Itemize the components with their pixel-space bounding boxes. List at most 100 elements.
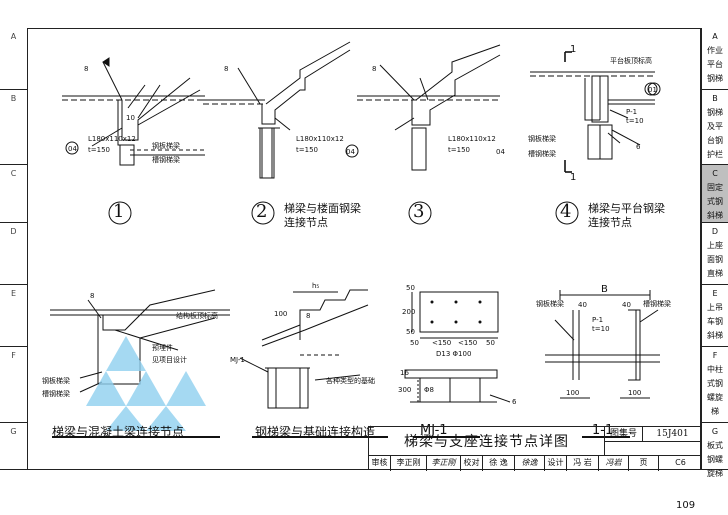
d6-mark: 8 xyxy=(306,312,310,320)
index-tab-letter: E xyxy=(712,289,718,298)
index-tab-text: 护栏 xyxy=(707,150,723,159)
index-tab-text: 旋梯 xyxy=(707,469,723,478)
d8-40a: 40 xyxy=(578,301,587,309)
index-tab-letter: F xyxy=(712,351,718,360)
d4-plate: P-1 xyxy=(626,108,637,116)
d7-dim-top-2: 50 xyxy=(406,328,415,336)
detail-8-drawing xyxy=(545,290,660,399)
d7-h300: 300 xyxy=(398,386,411,394)
index-tab-text: 板式 xyxy=(707,441,723,450)
index-tab-text: 钢螺 xyxy=(707,455,723,464)
d2-thickness: t=150 xyxy=(296,146,318,154)
watermark-logo xyxy=(86,336,206,431)
index-tab-text: 台钢 xyxy=(707,136,723,145)
d6-base-note: 各种类型的基础 xyxy=(326,376,375,385)
index-tab-e[interactable]: E 上吊车钢斜梯 xyxy=(702,285,728,347)
index-tab-text: 直梯 xyxy=(707,269,723,278)
sheet-title: 梯梁与支座连接节点详图 xyxy=(369,427,605,456)
index-tab-text: 式钢 xyxy=(707,379,723,388)
d7-dim-bot-2: <150 xyxy=(458,339,477,347)
index-tab-text: 固定 xyxy=(707,183,723,192)
left-index-tab: F xyxy=(0,347,27,423)
detail-3-drawing xyxy=(357,44,501,171)
detail-1-number: 1 xyxy=(113,201,125,222)
d8-beam1: 钢板梯梁 xyxy=(536,299,564,308)
d3-ref: 04 xyxy=(496,148,505,156)
index-tab-text: 中柱 xyxy=(707,365,723,374)
index-tab-text: 式钢 xyxy=(707,197,723,206)
d5-top-label: 结构板顶标高 xyxy=(176,311,218,320)
d8-plate-t: t=10 xyxy=(592,325,610,333)
d6-mj: MJ-1 xyxy=(230,356,245,364)
index-tab-letter: A xyxy=(712,32,718,41)
d4-beam2: 槽钢梯梁 xyxy=(528,149,556,158)
d2-mark: 8 xyxy=(224,65,228,73)
detail-3-number: 3 xyxy=(413,201,425,222)
detail-2-caption-line2: 连接节点 xyxy=(284,216,328,229)
atlas-label: 图集号 xyxy=(605,427,643,442)
detail-1-drawing xyxy=(62,57,205,166)
d7-dim-bot-0: 50 xyxy=(410,339,419,347)
left-index-tab: C xyxy=(0,165,27,223)
left-index-tab: A xyxy=(0,28,27,90)
d1-mark: 8 xyxy=(84,65,88,73)
sign-cell: 校对 xyxy=(461,456,483,471)
sign-row: 审核 李正刚 李正刚 校对 徐 逸 徐逸 设计 冯 岩 冯岩 页 C6 xyxy=(369,456,702,471)
d8-plate: P-1 xyxy=(592,316,603,324)
index-tab-text: 面钢 xyxy=(707,255,723,264)
d1-beam1: 钢板梯梁 xyxy=(152,141,180,150)
d1-angle: 10 xyxy=(126,114,135,122)
d7-dim-top-1: 200 xyxy=(402,308,415,316)
d4-beam1: 钢板梯梁 xyxy=(528,134,556,143)
d1-steel: L180x110x12 xyxy=(88,135,136,143)
title-block-blank-row xyxy=(605,442,702,456)
index-tab-g[interactable]: G 板式钢螺旋梯 xyxy=(702,423,728,478)
detail-4-caption-line2: 连接节点 xyxy=(588,216,632,229)
d5-embed2: 见项目设计 xyxy=(152,355,187,364)
d2-ref: 04 xyxy=(346,148,355,156)
detail-5-drawing xyxy=(50,289,230,393)
sign-cell: 设计 xyxy=(545,456,567,471)
d4-weld: 6 xyxy=(636,143,641,151)
d8-B: B xyxy=(601,284,608,295)
index-tab-text: 车钢 xyxy=(707,317,723,326)
d7-weld: 6 xyxy=(512,398,517,406)
left-index-tab: D xyxy=(0,223,27,285)
detail-2-number: 2 xyxy=(256,201,268,222)
left-index-tab: E xyxy=(0,285,27,347)
index-tab-letter: D xyxy=(711,227,719,236)
detail-4-drawing xyxy=(530,51,658,173)
d5-embed1: 预埋件 xyxy=(152,343,173,352)
index-tab-text: 梯 xyxy=(711,407,719,416)
index-tab-text: 斜梯 xyxy=(707,331,723,340)
sign-cell: C6 xyxy=(675,458,686,467)
d3-mark: 8 xyxy=(372,65,376,73)
d8-100b: 100 xyxy=(628,389,641,397)
d4-section-top: 1 xyxy=(570,44,576,55)
d3-steel: L180x110x12 xyxy=(448,135,496,143)
d7-t16: 16 xyxy=(400,369,409,377)
index-tab-text: 钢梯 xyxy=(707,74,723,83)
index-tab-text: 上吊 xyxy=(707,303,723,312)
mj-1-bolt-dots xyxy=(430,300,482,324)
index-tab-text: 钢梯 xyxy=(707,108,723,117)
signature-checker: 徐逸 xyxy=(515,456,545,471)
sign-cell: 徐 逸 xyxy=(483,456,515,471)
page-number: 109 xyxy=(676,500,696,511)
detail-2-caption-line1: 梯梁与楼面钢梁 xyxy=(284,202,361,215)
d1-ref: 04 xyxy=(68,145,77,153)
d8-40b: 40 xyxy=(622,301,631,309)
index-tab-text: 斜梯 xyxy=(707,211,723,220)
index-tab-letter: G xyxy=(711,427,719,436)
detail-2-drawing xyxy=(203,41,351,179)
title-block: 梯梁与支座连接节点详图 图集号 15J401 审核 李正刚 李正刚 校对 徐 逸… xyxy=(368,426,702,471)
